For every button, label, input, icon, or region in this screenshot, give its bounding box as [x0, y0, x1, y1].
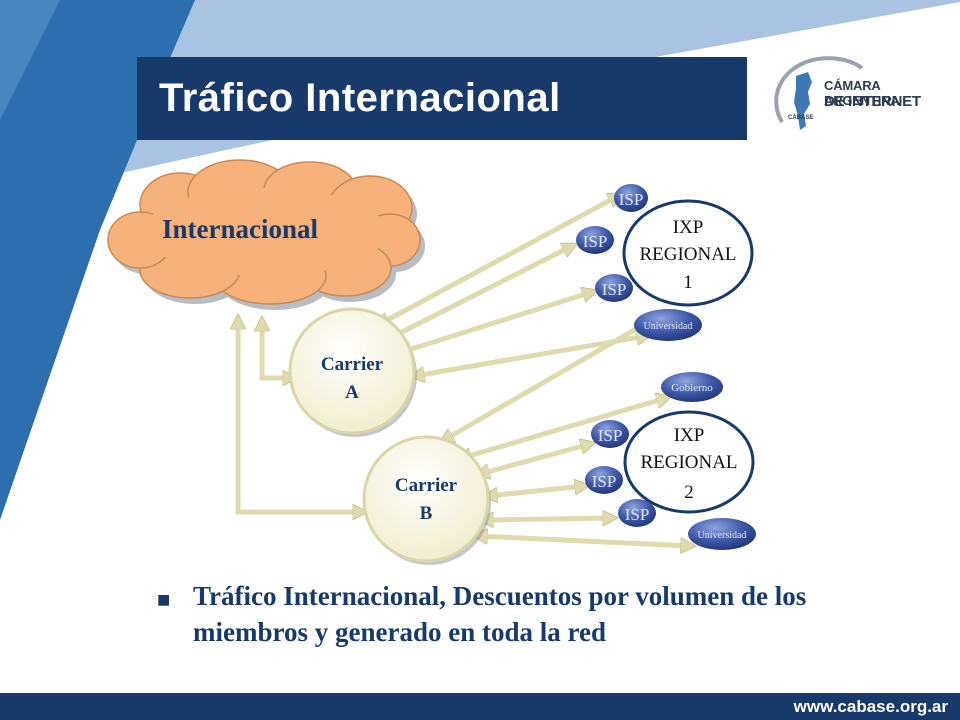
bullet-text: Tráfico Internacional, Descuentos por vo…: [193, 581, 807, 647]
ixp1-label-line2: REGIONAL: [639, 244, 736, 265]
ixp1-label-line1: IXP: [673, 217, 704, 238]
logo-text-line1: CÁMARA ARGENTINA: [824, 78, 900, 108]
isp-label: ISP: [583, 232, 608, 251]
isp-node-3: ISP: [595, 274, 633, 302]
connection-arrows: [238, 196, 690, 546]
arrow-carrier-a-cloud: [262, 322, 292, 378]
isp-node-1: ISP: [614, 184, 648, 212]
ixp2-label-line1: IXP: [674, 425, 705, 446]
ixp-regional-1: IXP REGIONAL 1: [622, 199, 754, 307]
isp-label: ISP: [598, 426, 623, 445]
carrier-b-label-line1: Carrier: [395, 475, 458, 496]
isp-label: ISP: [592, 472, 617, 491]
isp-label: ISP: [619, 190, 644, 209]
cabase-logo: CÁMARA ARGENTINA DE INTERNET CABASE: [762, 52, 940, 138]
isp-node-5: ISP: [585, 466, 623, 494]
cloud-label: Internacional: [162, 214, 319, 244]
universidad-node-1: Universidad: [634, 309, 702, 341]
gobierno-node: Gobierno: [661, 372, 723, 402]
footer-url: www.cabase.org.ar: [793, 697, 948, 716]
universidad-label: Universidad: [698, 530, 747, 541]
ixp1-label-line3: 1: [683, 272, 693, 293]
ixp2-label-line2: REGIONAL: [640, 452, 737, 473]
page-title: Tráfico Internacional: [159, 76, 561, 120]
isp-node-4: ISP: [591, 420, 629, 448]
arrow-carrier-b-isp5: [488, 486, 584, 496]
carrier-a-label-line2: A: [345, 382, 359, 403]
arrow-carrier-a-isp3: [402, 292, 592, 352]
logo-text-line2: DE INTERNET: [824, 93, 921, 110]
square-bullet-icon: ■: [157, 592, 171, 608]
universidad-label: Universidad: [644, 321, 693, 332]
isp-label: ISP: [625, 505, 650, 524]
gobierno-label: Gobierno: [671, 382, 713, 394]
arrow-carrier-b-isp6: [484, 518, 612, 520]
logo-tag: CABASE: [788, 115, 814, 121]
isp-node-6: ISP: [618, 499, 656, 527]
carrier-a-label-line1: Carrier: [321, 354, 384, 375]
carrier-b-node: Carrier B: [362, 435, 491, 565]
arrow-carrier-b-isp4: [480, 444, 590, 474]
title-bar: Tráfico Internacional: [137, 57, 747, 140]
arrow-carrier-b-cloud: [238, 320, 362, 512]
argentina-map-icon: [774, 56, 864, 130]
internacional-cloud: Internacional: [107, 159, 425, 310]
isp-label: ISP: [602, 280, 627, 299]
arrow-carrier-b-universidad2: [478, 536, 690, 546]
ixp-regional-2: IXP REGIONAL 2: [623, 410, 755, 514]
footer-bar: www.cabase.org.ar: [0, 693, 960, 720]
ixp2-label-line3: 2: [684, 482, 694, 503]
isp-node-2: ISP: [576, 226, 614, 254]
carrier-a-node: Carrier A: [288, 307, 417, 437]
carrier-b-label-line2: B: [420, 503, 433, 524]
universidad-node-2: Universidad: [688, 518, 756, 550]
